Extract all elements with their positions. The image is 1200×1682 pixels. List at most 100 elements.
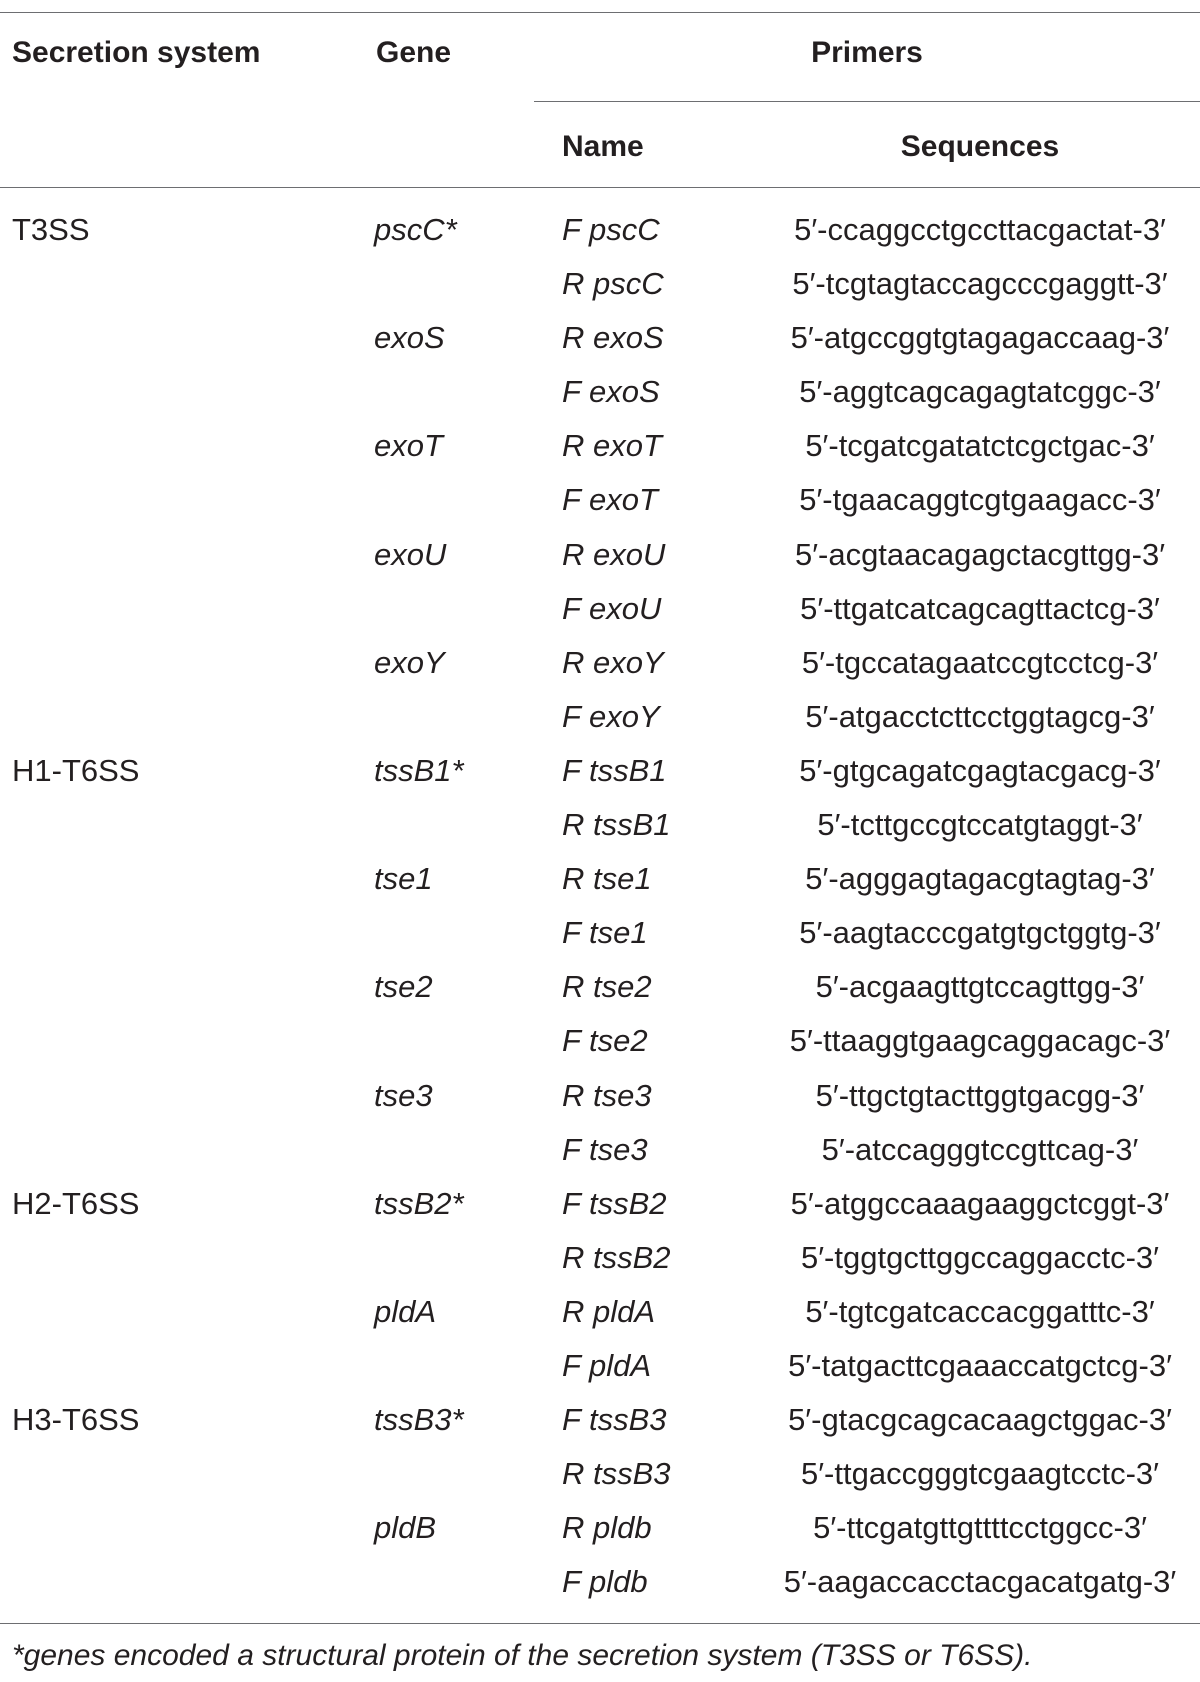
header-gene: Gene — [376, 36, 452, 69]
cell-gene: exoU — [374, 536, 447, 572]
cell-gene: tse1 — [374, 861, 433, 897]
cell-primer-name: R tssB2 — [562, 1239, 671, 1275]
table-row: F exoT 5′-tgaacaggtcgtgaagacc-3′ — [0, 473, 1200, 527]
header-bottom-rule — [0, 187, 1200, 188]
cell-sequence: 5′-tgccatagaatccgtcctcg-3′ — [801, 644, 1159, 680]
cell-sequence: 5′-tcgtagtaccagcccgaggtt-3′ — [792, 266, 1168, 302]
cell-sequence: 5′-ccaggcctgccttacgactat-3′ — [794, 212, 1166, 247]
cell-primer-name: F exoS — [562, 374, 660, 410]
cell-primer-name: R pldb — [562, 1510, 652, 1546]
cell-sequence: 5′-agggagtagacgtagtag-3′ — [805, 861, 1155, 897]
cell-sequence: 5′-aggtcagcagagtatcggc-3′ — [799, 374, 1161, 410]
cell-sequence: 5′-atgccggtgtagagaccaag-3′ — [790, 320, 1170, 356]
cell-sequence: 5′-atgacctcttcctggtagcg-3′ — [805, 698, 1155, 734]
table-top-rule — [0, 12, 1200, 13]
cell-sequence: 5′-acgtaacagagctacgttgg-3′ — [794, 536, 1166, 572]
cell-primer-name: F tssB3 — [562, 1402, 667, 1438]
table-row: F tse2 5′-ttaaggtgaagcaggacagc-3′ — [0, 1014, 1200, 1068]
cell-sequence: 5′-atccagggtccgttcag-3′ — [821, 1131, 1139, 1167]
cell-gene: tse3 — [374, 1077, 433, 1113]
table-row: exoY R exoY 5′-tgccatagaatccgtcctcg-3′ — [0, 636, 1200, 690]
table-row: tse2 R tse2 5′-acgaagttgtccagttgg-3′ — [0, 960, 1200, 1014]
cell-gene: exoS — [374, 320, 445, 356]
cell-primer-name: F tse1 — [562, 915, 648, 951]
table-row: H2-T6SS tssB2* F tssB2 5′-atggccaaagaaggctc… — [0, 1177, 1200, 1231]
cell-sequence: 5′-gtgcagatcgagtacgacg-3′ — [799, 752, 1161, 788]
cell-sequence: 5′-tcttgccgtccatgtaggt-3′ — [817, 807, 1143, 843]
header-sequences: Sequences — [900, 130, 1060, 163]
cell-primer-name: R tse1 — [562, 861, 652, 897]
table-bottom-rule — [0, 1623, 1200, 1624]
cell-primer-name: R exoY — [562, 644, 664, 680]
cell-sequence: 5′-aagtacccgatgtgctggtg-3′ — [799, 915, 1161, 951]
cell-gene: pldB — [374, 1510, 437, 1546]
table-row: H1-T6SS tssB1* F tssB1 5′-gtgcagatcgagtacga… — [0, 744, 1200, 798]
table-row: tse3 R tse3 5′-ttgctgtacttggtgacgg-3′ — [0, 1069, 1200, 1123]
cell-gene: tssB1* — [374, 752, 464, 788]
cell-sequence: 5′-tgaacaggtcgtgaagacc-3′ — [799, 482, 1161, 518]
cell-gene: exoY — [374, 644, 445, 680]
header-name: Name — [562, 130, 644, 163]
cell-sequence: 5′-tggtgcttggccaggacctc-3′ — [801, 1239, 1159, 1275]
cell-primer-name: F tse2 — [562, 1023, 648, 1059]
cell-primer-name: R exoS — [562, 320, 664, 356]
cell-gene: tse2 — [374, 969, 433, 1005]
cell-sequence: 5′-ttcgatgttgttttcctggcc-3′ — [813, 1510, 1147, 1546]
header-primers: Primers — [811, 36, 923, 69]
table-row: exoS R exoS 5′-atgccggtgtagagaccaag-3′ — [0, 311, 1200, 365]
table-row: exoT R exoT 5′-tcgatcgatatctcgctgac-3′ — [0, 419, 1200, 473]
cell-sequence: 5′-tatgacttcgaaaccatgctcg-3′ — [788, 1347, 1172, 1383]
cell-sequence: 5′-ttgaccgggtcgaagtcctc-3′ — [801, 1456, 1159, 1492]
cell-gene: pscC* — [374, 212, 457, 247]
cell-sequence: 5′-tcgatcgatatctcgctgac-3′ — [805, 428, 1155, 464]
table-row: F exoS 5′-aggtcagcagagtatcggc-3′ — [0, 365, 1200, 419]
table-row: F tse1 5′-aagtacccgatgtgctggtg-3′ — [0, 906, 1200, 960]
cell-primer-name: R pscC — [562, 266, 664, 302]
table-row: F tse3 5′-atccagggtccgttcag-3′ — [0, 1123, 1200, 1177]
cell-secretion-system: H1-T6SS — [12, 752, 140, 788]
cell-sequence: 5′-atggccaaagaaggctcggt-3′ — [790, 1185, 1170, 1221]
header-secretion-system: Secretion system — [12, 36, 261, 69]
cell-gene: tssB2* — [374, 1185, 464, 1221]
cell-sequence: 5′-ttgctgtacttggtgacgg-3′ — [815, 1077, 1145, 1113]
table-row: tse1 R tse1 5′-agggagtagacgtagtag-3′ — [0, 852, 1200, 906]
cell-primer-name: R tssB1 — [562, 807, 671, 843]
cell-primer-name: F pscC — [562, 212, 660, 247]
cell-primer-name: F exoU — [562, 590, 662, 626]
cell-primer-name: R pldA — [562, 1293, 656, 1329]
cell-primer-name: R tse2 — [562, 969, 652, 1005]
cell-primer-name: R tse3 — [562, 1077, 652, 1113]
table-row: R tssB2 5′-tggtgcttggccaggacctc-3′ — [0, 1231, 1200, 1285]
cell-sequence: 5′-gtacgcagcacaagctggac-3′ — [788, 1402, 1172, 1438]
cell-primer-name: F tssB2 — [562, 1185, 667, 1221]
cell-primer-name: R exoU — [562, 536, 666, 572]
primers-span-rule — [534, 101, 1200, 102]
cell-secretion-system: H2-T6SS — [12, 1185, 140, 1221]
cell-sequence: 5′-ttaaggtgaagcaggacagc-3′ — [789, 1023, 1171, 1059]
table-row: T3SS pscC* F pscC 5′-ccaggcctgccttacgactat-… — [0, 203, 1200, 257]
table-body: T3SS pscC* F pscC 5′-ccaggcctgccttacgactat-… — [0, 203, 1200, 1609]
cell-secretion-system: T3SS — [12, 212, 90, 247]
cell-primer-name: F exoT — [562, 482, 658, 518]
cell-primer-name: F tse3 — [562, 1131, 648, 1167]
cell-primer-name: R exoT — [562, 428, 662, 464]
table-row: R tssB1 5′-tcttgccgtccatgtaggt-3′ — [0, 798, 1200, 852]
table-row: R tssB3 5′-ttgaccgggtcgaagtcctc-3′ — [0, 1447, 1200, 1501]
cell-sequence: 5′-ttgatcatcagcagttactcg-3′ — [800, 590, 1160, 626]
table-row: F exoY 5′-atgacctcttcctggtagcg-3′ — [0, 690, 1200, 744]
table-row: F exoU 5′-ttgatcatcagcagttactcg-3′ — [0, 582, 1200, 636]
cell-primer-name: F exoY — [562, 698, 660, 734]
cell-sequence: 5′-acgaagttgtccagttgg-3′ — [815, 969, 1145, 1005]
cell-primer-name: R tssB3 — [562, 1456, 671, 1492]
cell-gene: exoT — [374, 428, 443, 464]
cell-secretion-system: H3-T6SS — [12, 1402, 140, 1438]
table-footnote: *genes encoded a structural protein of t… — [12, 1639, 1033, 1672]
table-row: exoU R exoU 5′-acgtaacagagctacgttgg-3′ — [0, 528, 1200, 582]
table-row: pldB R pldb 5′-ttcgatgttgttttcctggcc-3′ — [0, 1501, 1200, 1555]
cell-primer-name: F tssB1 — [562, 752, 667, 788]
